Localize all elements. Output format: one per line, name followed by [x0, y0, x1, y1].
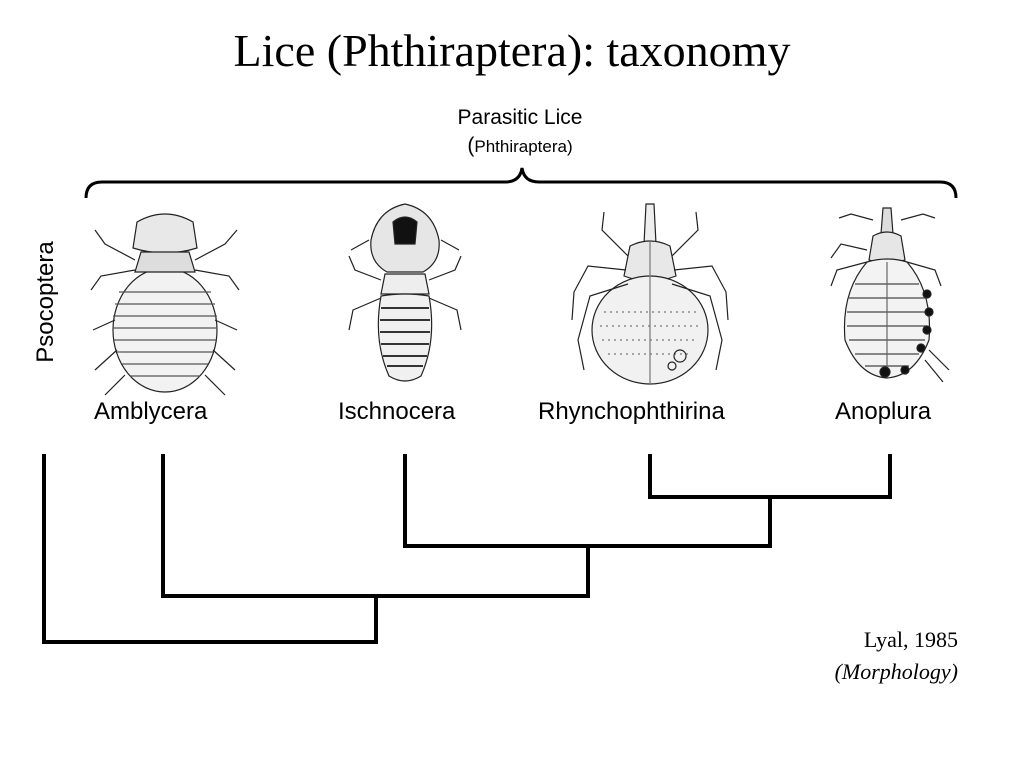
- anoplura-illustration: [830, 207, 950, 382]
- group-name: Parasitic Lice: [457, 106, 583, 129]
- clade-ischnocera-plus: [403, 454, 772, 548]
- taxon-label-amblycera: Amblycera: [94, 398, 208, 425]
- clade-root: [42, 454, 378, 644]
- clade-rhynchophthirina-anoplura: [648, 454, 892, 499]
- clade-phthiraptera: [161, 454, 590, 598]
- ischnocera-illustration: [348, 203, 462, 382]
- rhynchophthirina-illustration: [571, 203, 729, 385]
- amblycera-illustration: [90, 213, 240, 396]
- group-label: Parasitic Lice (Phthiraptera): [370, 104, 670, 161]
- brace-path: [84, 167, 958, 199]
- group-latin-name: Phthiraptera): [474, 137, 573, 156]
- page-title: Lice (Phthiraptera): taxonomy: [233, 25, 791, 76]
- taxon-label-ischnocera: Ischnocera: [338, 398, 456, 425]
- taxon-label-anoplura: Anoplura: [835, 398, 932, 425]
- taxon-label-rhynchophthirina: Rhynchophthirina: [538, 398, 725, 425]
- citation-method: (Morphology): [834, 659, 958, 684]
- citation-author-year: Lyal, 1985: [863, 627, 958, 652]
- group-subname: (Phthiraptera): [370, 132, 670, 161]
- group-paren: (: [467, 134, 475, 157]
- citation: Lyal, 1985 (Morphology): [835, 624, 958, 688]
